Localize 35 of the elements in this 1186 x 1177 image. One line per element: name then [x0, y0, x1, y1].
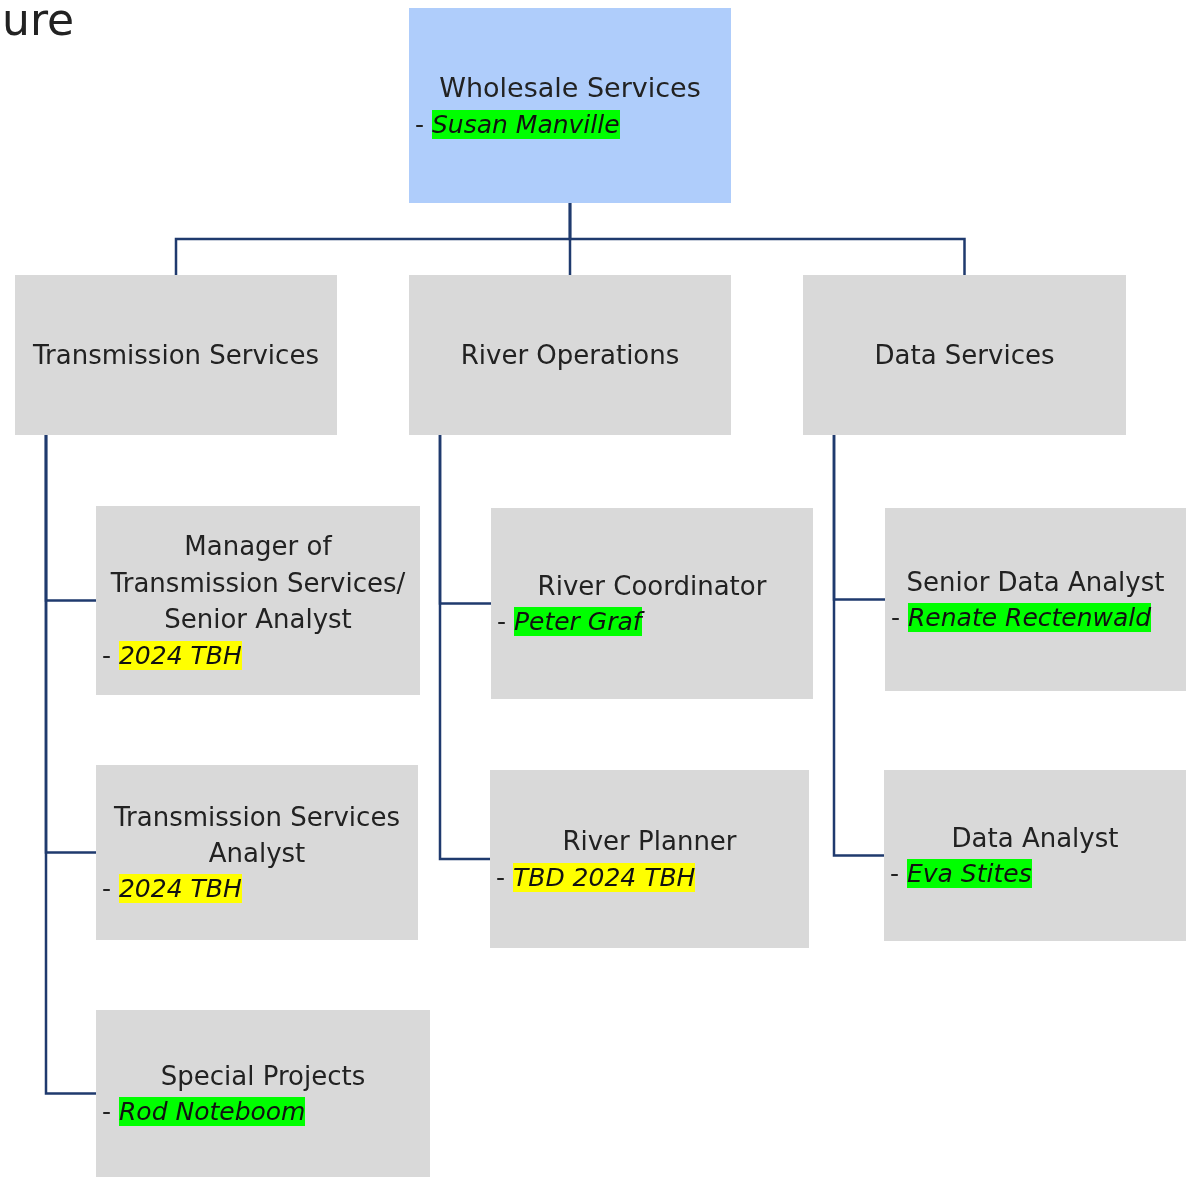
person-name: - 2024 TBH: [102, 639, 243, 672]
connector-line: [438, 435, 490, 861]
person-name: - Rod Noteboom: [102, 1096, 307, 1129]
role-title: Transmission Services Analyst: [113, 800, 401, 870]
org-box: [884, 770, 1186, 941]
role-title: Transmission Services: [32, 338, 320, 372]
org-box: [490, 770, 809, 948]
role-title: River Operations: [459, 338, 681, 372]
org-box: [96, 1010, 430, 1177]
person-name: - TBD 2024 TBH: [496, 861, 697, 894]
role-title: Special Projects: [159, 1059, 367, 1093]
org-box: [409, 275, 731, 435]
role-title: Data Services: [873, 338, 1056, 372]
org-box: [491, 508, 813, 699]
org-box: [96, 765, 418, 940]
role-title: Wholesale Services: [438, 71, 702, 106]
role-title: Manager of Transmission Services/ Senior Analyst: [109, 530, 407, 637]
org-box: [96, 506, 420, 695]
person-name: - Peter Graf: [497, 604, 807, 640]
title-text: ure: [2, 0, 75, 45]
connector-line: [44, 435, 96, 1095]
role-title: Data Analyst: [950, 821, 1120, 855]
role-title: River Planner: [561, 825, 738, 859]
role-title: Senior Data Analyst: [905, 565, 1166, 599]
person-name: - Susan Manville: [415, 108, 621, 141]
person-name: - Eva Stites: [890, 858, 1033, 891]
org-box: [409, 8, 731, 203]
org-box: [885, 508, 1186, 691]
role-title: River Coordinator: [536, 569, 768, 603]
connector-line: [568, 203, 966, 275]
connector-line: [832, 435, 884, 857]
person-name: - Renate Rectenwald: [891, 602, 1153, 635]
org-box: [803, 275, 1126, 435]
person-name: - 2024 TBH: [102, 873, 243, 906]
org-box: [15, 275, 337, 435]
